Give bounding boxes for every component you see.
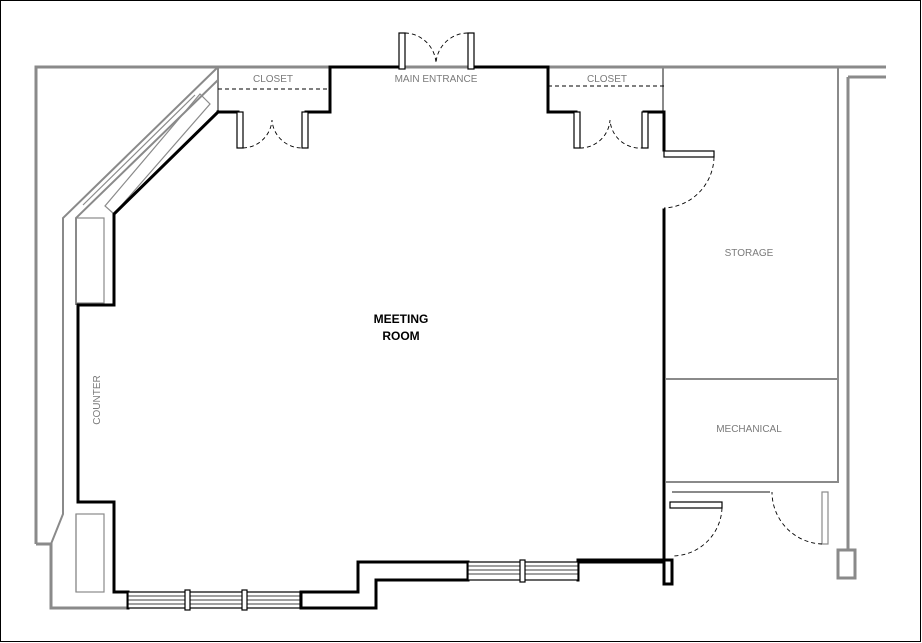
- exit-door-leaf: [821, 491, 829, 545]
- closet-right-wall: [472, 65, 666, 152]
- corridor-door-jamb: [662, 558, 674, 586]
- closet-left-door-leaf-2: [301, 111, 309, 149]
- corridor-door-swing: [671, 507, 723, 557]
- mechanical-label: MECHANICAL: [716, 424, 782, 435]
- exit-door-swing: [771, 491, 823, 545]
- closet-right-label: CLOSET: [587, 74, 627, 85]
- closet-left-wall: [216, 65, 402, 114]
- counter-label: COUNTER: [92, 375, 103, 424]
- closet-right-door-leaf-1: [573, 111, 581, 149]
- storage-mechanical-outline: [666, 66, 839, 483]
- closet-left-door-swing: [242, 119, 303, 149]
- meeting-room-label-line2: ROOM: [382, 329, 419, 343]
- main-entrance-door-leaf-left: [398, 32, 406, 70]
- closet-right-door-swing: [579, 119, 643, 149]
- window-bottom-left: [127, 589, 301, 611]
- closet-left-door-leaf-1: [236, 111, 244, 149]
- storage-door-leaf: [663, 150, 715, 158]
- main-entrance-label: MAIN ENTRANCE: [395, 74, 478, 85]
- corridor-door-leaf: [669, 501, 723, 509]
- diagonal-counter-outer: [82, 94, 196, 206]
- main-entrance-door-leaf-right: [467, 32, 475, 70]
- meeting-room-label-line1: MEETING: [374, 312, 429, 326]
- main-entrance-door-swing: [404, 32, 469, 64]
- storage-door-swing: [663, 156, 715, 209]
- meeting-room-lower-step: [299, 560, 470, 610]
- closet-right-door-leaf-2: [641, 111, 649, 149]
- corner-cabinet-top: [75, 217, 105, 304]
- building-exterior-right: [836, 75, 886, 580]
- storage-label: STORAGE: [725, 248, 774, 259]
- building-exterior-outline: [34, 65, 886, 610]
- closet-left-label: CLOSET: [253, 74, 293, 85]
- window-bottom-right: [467, 559, 579, 583]
